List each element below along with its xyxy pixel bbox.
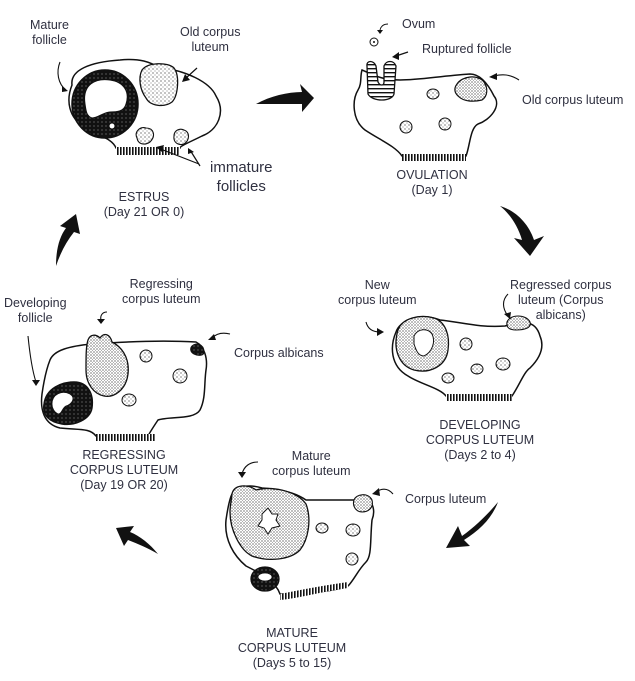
hilum xyxy=(96,434,156,441)
stage-title-mature-cl: MATURE CORPUS LUTEUM (Days 5 to 15) xyxy=(232,626,352,671)
follicle xyxy=(345,523,361,537)
label-developing-follicle: Developing follicle xyxy=(4,296,67,326)
follicle xyxy=(459,337,473,351)
follicle xyxy=(399,120,413,134)
follicle xyxy=(345,552,359,566)
label-line: New xyxy=(364,278,390,292)
pointer-regressed-corpus-luteum xyxy=(502,293,509,317)
label-line: albicans) xyxy=(535,308,586,322)
label-line: follicle xyxy=(17,311,53,325)
label-ruptured-follicle: Ruptured follicle xyxy=(422,42,512,56)
stage-days: (Days 5 to 15) xyxy=(252,656,332,670)
cycle-arrow-mature-to-regressing[interactable] xyxy=(116,526,158,554)
follicle xyxy=(495,357,511,371)
stage-name: CORPUS LUTEUM xyxy=(237,641,347,655)
pointer-old-corpus-luteum xyxy=(493,74,520,81)
follicle xyxy=(426,88,440,100)
label-regressed-corpus-luteum: Regressed corpus luteum (Corpus albicans… xyxy=(510,278,611,323)
cycle-arrow-ovulation-to-developing[interactable] xyxy=(500,206,544,256)
ovary-mature-cl xyxy=(225,485,375,600)
label-ovum: Ovum xyxy=(402,17,436,31)
label-line: Regressing xyxy=(129,277,193,291)
cycle-arrow-developing-to-mature[interactable] xyxy=(446,502,498,548)
label-line: luteum xyxy=(191,40,229,54)
pointer-regressing-corpus-luteum xyxy=(100,311,108,321)
label-line: immature xyxy=(210,159,273,176)
corpus-albicans xyxy=(506,315,531,331)
stage-name: DEVELOPING xyxy=(439,418,521,432)
stage-days: (Days 2 to 4) xyxy=(444,448,516,462)
label-line: follicle xyxy=(32,33,67,47)
old-corpus-luteum xyxy=(454,76,488,102)
stage-title-regressing-cl: REGRESSING CORPUS LUTEUM (Day 19 OR 20) xyxy=(64,448,184,493)
corpus-albicans xyxy=(190,343,205,356)
stage-days: (Day 1) xyxy=(411,183,453,197)
follicle xyxy=(121,393,137,407)
ruptured-follicle xyxy=(366,60,397,101)
label-old-corpus-luteum: Old corpus luteum xyxy=(522,93,624,107)
stage-title-developing-cl: DEVELOPING CORPUS LUTEUM (Days 2 to 4) xyxy=(420,418,540,463)
old-corpus-luteum xyxy=(139,63,179,107)
hilum xyxy=(280,582,348,600)
stage-name: OVULATION xyxy=(396,168,468,182)
label-line: corpus luteum xyxy=(272,464,351,478)
label-mature-corpus-luteum: Mature corpus luteum xyxy=(272,449,351,479)
label-line: Developing xyxy=(4,296,67,310)
ovary-developing-cl xyxy=(391,315,543,401)
stage-name: MATURE xyxy=(266,626,318,640)
label-line: follicles xyxy=(216,178,266,195)
pointer-mature-follicle xyxy=(57,61,67,91)
follicle xyxy=(470,363,484,375)
ovary-estrus xyxy=(68,58,222,155)
follicle xyxy=(139,349,153,363)
hilum xyxy=(116,147,180,155)
regressing-corpus-luteum xyxy=(85,333,129,397)
stage-days: (Day 21 OR 0) xyxy=(103,205,185,219)
corpus-luteum xyxy=(352,494,373,513)
stage-name: REGRESSING xyxy=(82,448,166,462)
pointer-ovum xyxy=(379,23,389,31)
label-mature-follicle: Mature follicle xyxy=(30,18,69,48)
follicle xyxy=(438,117,452,131)
follicle xyxy=(172,368,188,384)
ovary-regressing-cl xyxy=(40,333,208,441)
stage-days: (Day 19 OR 20) xyxy=(80,478,168,492)
hilum xyxy=(402,154,466,161)
pointer-immature-follicles xyxy=(157,147,200,165)
label-corpus-albicans: Corpus albicans xyxy=(234,346,324,360)
label-line: corpus luteum xyxy=(338,293,417,307)
label-new-corpus-luteum: New corpus luteum xyxy=(338,278,417,308)
cycle-arrow-estrus-to-ovulation[interactable] xyxy=(256,84,314,112)
label-regressing-corpus-luteum: Regressing corpus luteum xyxy=(122,277,201,307)
label-line: Old corpus xyxy=(180,25,241,39)
stage-name: CORPUS LUTEUM xyxy=(69,463,179,477)
stage-title-ovulation: OVULATION (Day 1) xyxy=(382,168,482,198)
pointer-old-corpus-luteum xyxy=(185,67,198,79)
label-line: Mature xyxy=(291,449,331,463)
cycle-arrow-regressing-to-estrus[interactable] xyxy=(56,214,80,266)
label-line: luteum (Corpus xyxy=(518,293,604,307)
follicle xyxy=(441,372,455,384)
stage-name: ESTRUS xyxy=(118,190,170,204)
ovary-ovulation xyxy=(353,37,498,161)
immature-follicle xyxy=(135,127,155,145)
immature-follicle xyxy=(173,128,190,146)
label-line: Regressed corpus xyxy=(510,278,612,292)
stage-title-estrus: ESTRUS (Day 21 OR 0) xyxy=(94,190,194,220)
label-corpus-luteum: Corpus luteum xyxy=(405,492,487,506)
pointer-developing-follicle xyxy=(27,335,37,383)
label-immature-follicles: immature follicles xyxy=(210,158,273,196)
label-line: Mature xyxy=(30,18,69,32)
label-old-corpus-luteum: Old corpus luteum xyxy=(180,25,240,55)
stage-name: CORPUS LUTEUM xyxy=(425,433,535,447)
hilum xyxy=(446,394,512,401)
follicle xyxy=(315,522,329,534)
label-line: corpus luteum xyxy=(122,292,201,306)
